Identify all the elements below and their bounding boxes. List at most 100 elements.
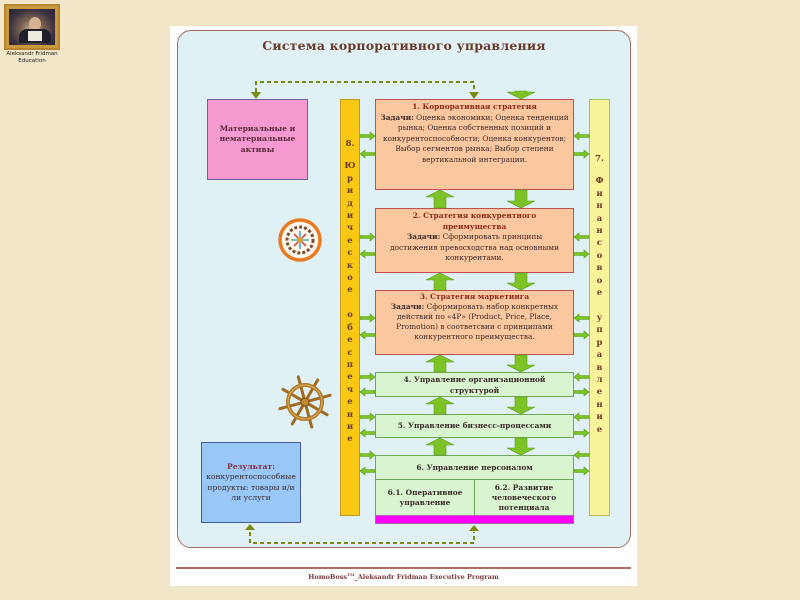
- legal-bar-letter: е: [347, 397, 353, 408]
- finance-in-arrow-1: [573, 131, 590, 141]
- legal-bar-letter: ч: [346, 223, 354, 234]
- block-human-potential: 6.2. Развитие человеческого потенциала: [476, 481, 572, 515]
- legal-bar-letter: е: [347, 335, 353, 346]
- footer-brand: HomoBoss: [308, 573, 348, 582]
- legal-in-arrow-4: [359, 387, 376, 397]
- finance-bar-letter: о: [596, 250, 603, 261]
- legal-out-arrow-5: [359, 412, 376, 422]
- diagram-title: Система корпоративного управления: [262, 38, 546, 53]
- legal-bar-letter: н: [346, 409, 354, 420]
- dotted-arrowhead-result: [245, 524, 255, 530]
- legal-bar-letter: е: [347, 285, 353, 296]
- dotted-connector-top: [255, 81, 475, 92]
- finance-bar-letter: р: [596, 337, 603, 348]
- finance-out-arrow-3: [573, 330, 590, 340]
- dotted-connector-bottom: [249, 532, 475, 544]
- finance-bar-letter: л: [596, 374, 603, 385]
- legal-bar-letter: и: [346, 186, 354, 197]
- legal-bar-letter: и: [346, 421, 354, 432]
- finance-bar-letter: в: [596, 263, 603, 274]
- legal-bar-letter: с: [347, 347, 353, 358]
- finance-in-arrow-3: [573, 313, 590, 323]
- block-org-structure: 4. Управление организационной структурой: [375, 372, 574, 397]
- down-arrow-4: [506, 396, 536, 415]
- block-3-heading: 3. Стратегия маркетинга: [419, 292, 530, 301]
- finance-in-arrow-2: [573, 232, 590, 242]
- finance-bar-letter: п: [596, 325, 603, 336]
- block-4-text: 4. Управление организационной структурой: [403, 375, 546, 395]
- dotted-arrowhead-assets: [251, 92, 261, 99]
- block-6-2-text: 6.2. Развитие человеческого потенциала: [491, 483, 557, 512]
- up-arrow-5: [425, 437, 455, 456]
- block-2-task-label: Задачи:: [406, 232, 441, 241]
- legal-in-arrow-1: [359, 149, 376, 159]
- finance-bar-letter: и: [596, 188, 603, 199]
- compass-rose-icon: [278, 218, 322, 262]
- finance-bar-letter: н: [596, 399, 603, 410]
- block-3-task-label: Задачи:: [390, 302, 425, 311]
- legal-out-arrow-3: [359, 313, 376, 323]
- finance-bar-letter: е: [596, 424, 603, 435]
- block-marketing-strategy: 3. Стратегия маркетинга Задачи: Сформиро…: [375, 290, 574, 355]
- legal-bar-letter: д: [347, 198, 353, 209]
- legal-in-arrow-6: [359, 466, 376, 476]
- legal-out-arrow-4: [359, 372, 376, 382]
- personnel-subdivider: [375, 479, 574, 480]
- result-heading: Результат:: [227, 461, 275, 471]
- author-portrait: [4, 4, 60, 50]
- legal-out-arrow-2: [359, 232, 376, 242]
- finance-bar-letter: у: [596, 312, 603, 323]
- legal-bar-letter: ч: [346, 384, 354, 395]
- finance-out-arrow-5: [573, 428, 590, 438]
- legal-bar-letter: е: [347, 235, 353, 246]
- assets-text: Материальные и нематериальные активы: [219, 123, 296, 154]
- finance-bar-letter: н: [596, 226, 603, 237]
- finance-out-arrow-2: [573, 249, 590, 259]
- block-operational-management: 6.1. Оперативное управление: [377, 482, 473, 514]
- logo-caption-line1: Aleksandr Fridman: [6, 51, 58, 57]
- portrait-icon: [9, 9, 55, 45]
- legal-bar-letter: б: [347, 322, 353, 333]
- finance-out-arrow-6: [573, 466, 590, 476]
- ships-wheel-icon: [278, 375, 332, 429]
- finance-out-arrow-4: [573, 387, 590, 397]
- finance-bar-number: 7.: [595, 154, 604, 164]
- legal-bar-letter: о: [347, 273, 353, 284]
- dotted-arrowhead-block1: [469, 92, 479, 99]
- up-arrow-1: [425, 189, 455, 209]
- block-1-task-label: Задачи:: [380, 112, 414, 122]
- finance-in-arrow-4: [573, 372, 590, 382]
- logo-caption: Aleksandr Fridman Education: [0, 51, 64, 65]
- result-box: Результат: конкурентоспособные продукты:…: [201, 442, 301, 523]
- legal-out-arrow-1: [359, 131, 376, 141]
- block-3-task-text: Сформировать набор конкретных действий п…: [396, 302, 559, 341]
- finance-in-arrow-6: [573, 450, 590, 460]
- finance-bar-letter: е: [596, 288, 603, 299]
- footer-divider: [176, 567, 631, 569]
- legal-bar-letter: р: [347, 173, 353, 184]
- personnel-column-divider: [474, 480, 475, 515]
- legal-in-arrow-2: [359, 249, 376, 259]
- portrait-face: [29, 17, 41, 31]
- down-arrow-1: [506, 189, 536, 209]
- legal-bar-number: 8.: [345, 139, 355, 149]
- finance-bar-letter: е: [596, 387, 603, 398]
- finance-bar-letter: Ф: [595, 176, 604, 187]
- legal-bar-letter: к: [346, 260, 354, 271]
- down-arrow-top: [506, 90, 536, 100]
- down-arrow-3: [506, 354, 536, 373]
- result-text: конкурентоспособные продукты: товары и/и…: [206, 472, 296, 502]
- down-arrow-2: [506, 272, 536, 291]
- block-6-text: 6. Управление персоналом: [416, 463, 533, 472]
- finance-in-arrow-5: [573, 412, 590, 422]
- footer-tm: TM: [347, 572, 355, 577]
- legal-bar-letter: и: [346, 211, 354, 222]
- personnel-bottom-bar: [375, 515, 574, 524]
- finance-bar-letter: а: [596, 350, 603, 361]
- block-corporate-strategy: 1. Корпоративная стратегия Задачи: Оценк…: [375, 99, 574, 190]
- legal-in-arrow-3: [359, 330, 376, 340]
- finance-bar-letter: н: [596, 201, 603, 212]
